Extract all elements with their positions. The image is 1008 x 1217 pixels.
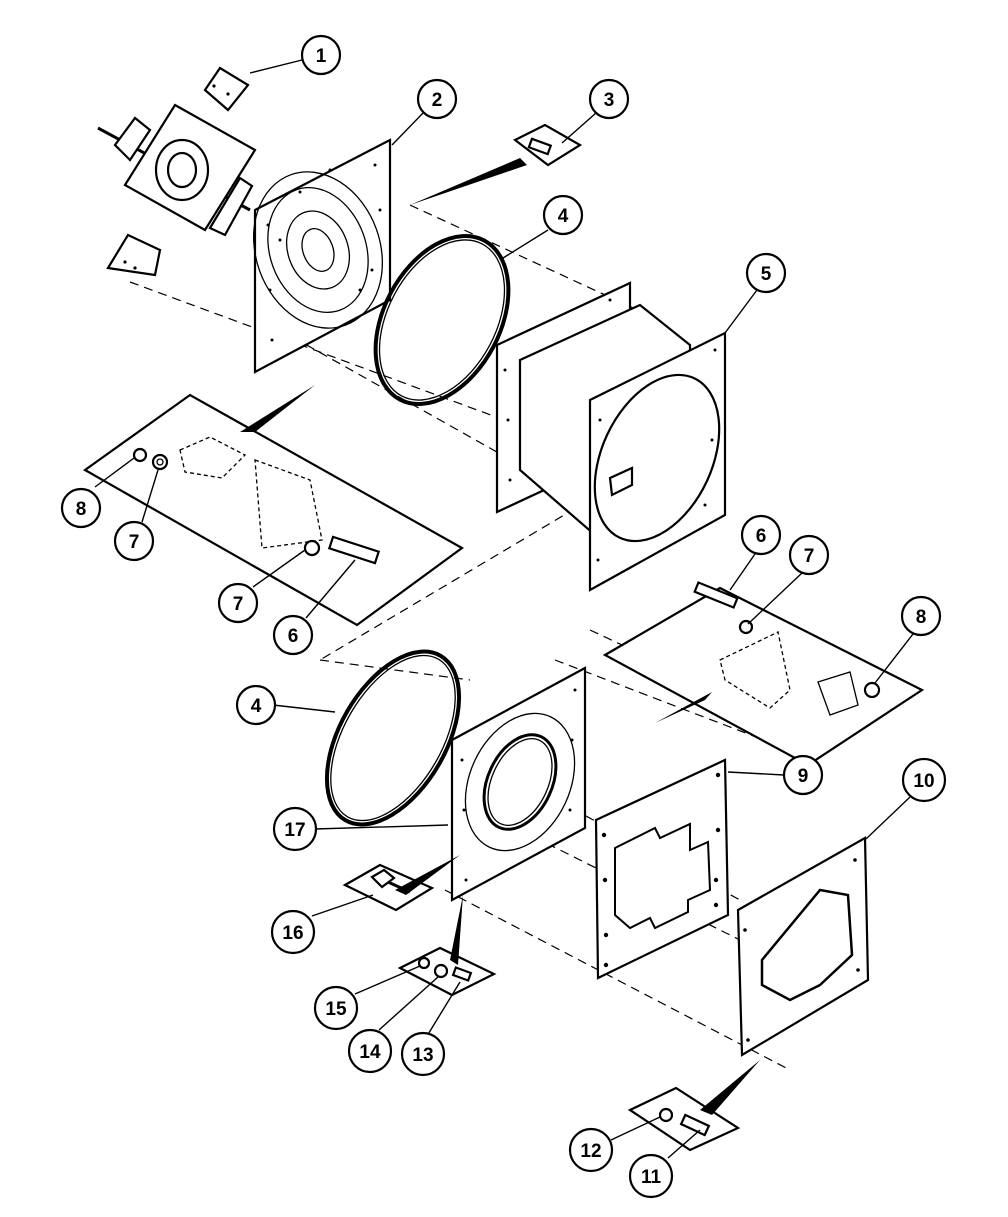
- impeller-part-1: [98, 68, 255, 275]
- callout-6-left: 6: [274, 616, 312, 654]
- callout-10: 10: [903, 759, 945, 801]
- svg-text:9: 9: [798, 766, 809, 787]
- svg-text:7: 7: [804, 546, 815, 567]
- inset-parts-11-12: [630, 1060, 760, 1150]
- svg-text:8: 8: [76, 499, 87, 520]
- svg-text:2: 2: [432, 90, 443, 111]
- svg-text:7: 7: [233, 594, 244, 615]
- callout-16: 16: [272, 911, 314, 953]
- mount-plate-part-9: [596, 760, 728, 978]
- callout-2: 2: [418, 80, 456, 118]
- inset-parts-13-15: [400, 895, 494, 995]
- svg-text:6: 6: [756, 526, 767, 547]
- callout-13: 13: [402, 1033, 444, 1075]
- callout-7-left-upper: 7: [115, 522, 153, 560]
- svg-text:17: 17: [284, 820, 305, 841]
- callout-11: 11: [630, 1155, 672, 1197]
- svg-text:1: 1: [316, 46, 327, 67]
- svg-text:10: 10: [913, 771, 934, 792]
- svg-text:12: 12: [580, 1141, 601, 1162]
- callout-8-left: 8: [62, 489, 100, 527]
- inset-part-16: [345, 855, 460, 910]
- callout-1: 1: [302, 36, 340, 74]
- inset-part-3: [410, 125, 580, 205]
- rear-plate-part-17: [444, 668, 595, 900]
- callout-7-right: 7: [790, 536, 828, 574]
- svg-text:14: 14: [359, 1042, 381, 1063]
- svg-text:13: 13: [412, 1045, 433, 1066]
- callout-3: 3: [590, 80, 628, 118]
- drum-housing-part-5: [497, 283, 744, 590]
- svg-text:5: 5: [761, 264, 772, 285]
- callout-15: 15: [315, 987, 357, 1029]
- callout-8-right: 8: [902, 597, 940, 635]
- svg-text:4: 4: [558, 206, 569, 227]
- svg-text:15: 15: [325, 999, 347, 1020]
- svg-text:8: 8: [916, 607, 927, 628]
- callout-12: 12: [570, 1129, 612, 1171]
- svg-text:3: 3: [604, 90, 615, 111]
- callout-7-left-lower: 7: [219, 584, 257, 622]
- callout-6-right: 6: [742, 516, 780, 554]
- svg-text:6: 6: [288, 626, 299, 647]
- callout-17: 17: [274, 808, 316, 850]
- callout-4-upper: 4: [544, 196, 582, 234]
- svg-text:16: 16: [282, 923, 303, 944]
- back-cover-part-10: [738, 838, 868, 1055]
- svg-text:7: 7: [129, 532, 140, 553]
- callout-9: 9: [784, 756, 822, 794]
- callout-4-lower: 4: [237, 686, 275, 724]
- svg-text:4: 4: [251, 696, 262, 717]
- callout-5: 5: [747, 254, 785, 292]
- svg-text:11: 11: [641, 1167, 662, 1188]
- callout-14: 14: [349, 1030, 391, 1072]
- inset-hardware-left: [85, 385, 462, 625]
